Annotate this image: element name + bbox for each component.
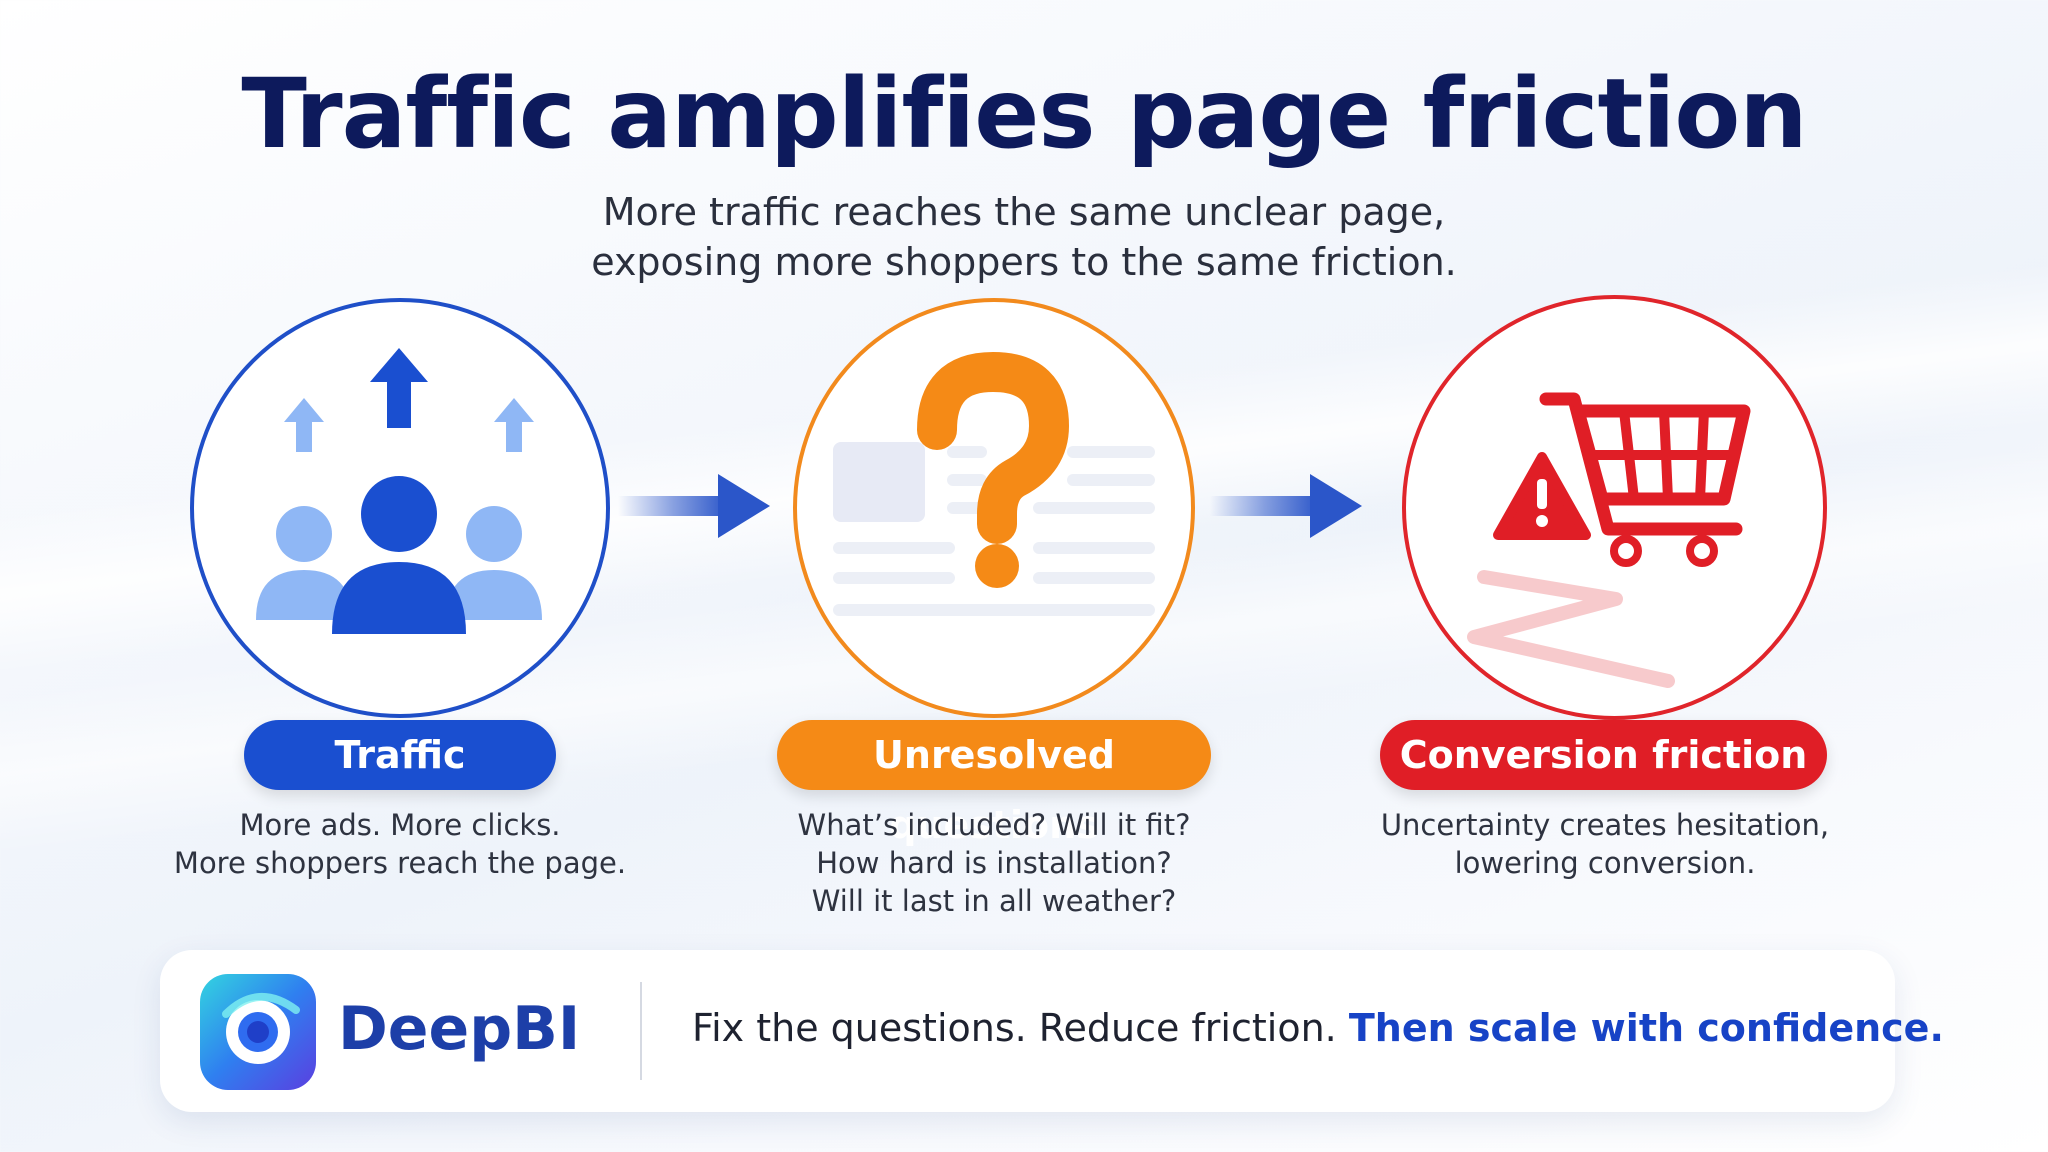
arrow-right-icon [618,474,770,538]
question-mark-page-icon [833,351,1155,616]
deepbi-logo-icon [200,974,316,1090]
tagline-plain: Fix the questions. Reduce friction. [692,1006,1337,1050]
description-line: More shoppers reach the page. [173,846,627,880]
people-with-up-arrows-icon [256,348,542,634]
questions-description: What’s included? Will it fit? How hard i… [744,806,1244,920]
friction-label-pill: Conversion friction [1380,720,1827,790]
description-line: More ads. More clicks. [239,808,561,842]
description-line: How hard is installation? [816,846,1172,880]
questions-label-pill: Unresolved questions [777,720,1211,847]
friction-description: Uncertainty creates hesitation, lowering… [1355,806,1855,882]
description-line: Uncertainty creates hesitation, [1380,808,1830,842]
description-line: Will it last in all weather? [811,884,1177,918]
divider [640,982,642,1080]
traffic-label-pill: Traffic [244,720,556,790]
subtitle-line-2: exposing more shoppers to the same frict… [591,240,1457,284]
description-line: lowering conversion. [1454,846,1756,880]
footer-tagline: Fix the questions. Reduce friction. Then… [692,1006,1944,1050]
arrow-right-icon [1210,474,1362,538]
traffic-circle [190,298,610,718]
questions-circle [793,298,1195,718]
footer-banner: DeepBI Fix the questions. Reduce frictio… [160,950,1944,1112]
warning-cart-icon [1467,392,1751,688]
subtitle-line-1: More traffic reaches the same unclear pa… [602,190,1446,234]
tagline-emphasis: Then scale with confidence. [1348,1006,1944,1050]
traffic-description: More ads. More clicks. More shoppers rea… [150,806,650,882]
page-title: Traffic amplifies page friction [241,58,1807,170]
friction-circle [1402,295,1827,720]
description-line: What’s included? Will it fit? [797,808,1191,842]
brand-name: DeepBI [338,994,581,1064]
